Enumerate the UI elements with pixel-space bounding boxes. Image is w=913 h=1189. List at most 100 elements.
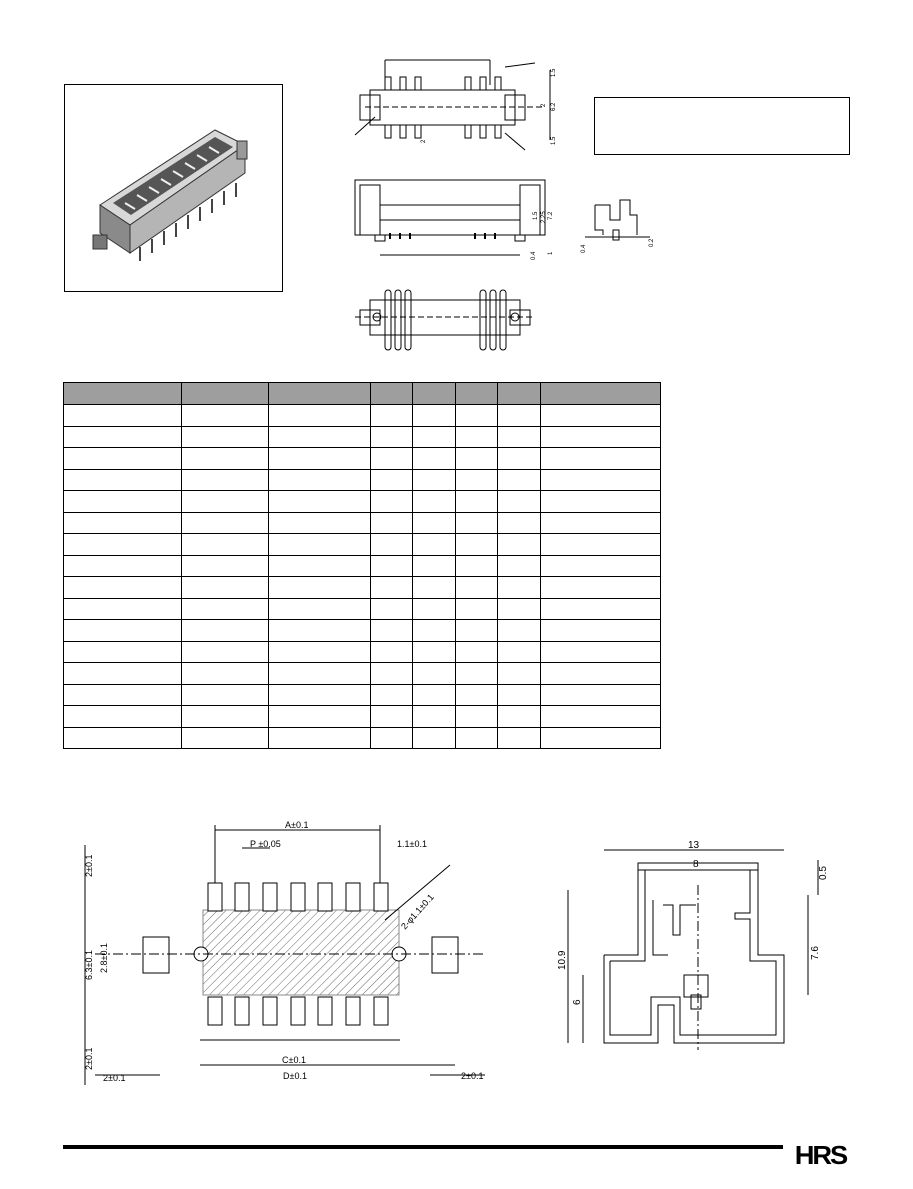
spec-table-cell <box>455 683 498 706</box>
spec-table-cell <box>268 425 371 448</box>
spec-table-cell <box>370 490 413 513</box>
spec-table-cell <box>412 490 456 513</box>
spec-table-cell <box>497 490 541 513</box>
spec-table-cell <box>370 662 413 685</box>
spec-table-cell <box>455 597 498 620</box>
spec-table-cell <box>181 447 269 470</box>
spec-table-cell <box>181 662 269 685</box>
bottom-view-drawing <box>355 289 535 351</box>
dim-1.5-top: 1.5 <box>551 68 557 77</box>
spec-header-cell <box>181 382 269 405</box>
spec-table-cell <box>497 619 541 642</box>
spec-table-row <box>63 447 661 470</box>
spec-table-cell <box>412 662 456 685</box>
spec-table-cell <box>540 511 661 534</box>
pcb-dim-2-phi: 2-φ1.1±0.1 <box>399 892 436 931</box>
spec-table-cell <box>63 619 182 642</box>
spec-table-row <box>63 533 661 556</box>
spec-table-cell <box>455 640 498 663</box>
spec-table-cell <box>455 576 498 599</box>
pcb-dim-2.8: 2.8±0.1 <box>99 943 109 973</box>
pcb-dim-6.3: 6.3±0.1 <box>84 950 94 980</box>
spec-table-cell <box>540 490 661 513</box>
spec-table-cell <box>181 640 269 663</box>
connector-photo <box>92 129 248 261</box>
spec-table-cell <box>455 468 498 491</box>
pcb-layout-drawing: A±0.1 P ±0.05 1.1±0.1 2±0.1 6.3±0.1 2.8±… <box>84 820 485 1085</box>
spec-table-cell <box>181 425 269 448</box>
spec-table-cell <box>412 619 456 642</box>
spec-table-cell <box>370 726 413 749</box>
spec-table-cell <box>455 404 498 427</box>
pcb-dim-c: C±0.1 <box>282 1055 306 1065</box>
cutout-dim-7.6: 7.6 <box>810 946 821 960</box>
panel-cutout-drawing: 13 8 0.5 7.6 10.9 6 <box>557 840 829 1050</box>
pcb-dim-2-left: 2±0.1 <box>103 1073 125 1083</box>
spec-table-row <box>63 597 661 620</box>
spec-table-cell <box>455 490 498 513</box>
spec-table-cell <box>63 533 182 556</box>
dim-2: 2 <box>541 103 547 107</box>
spec-table-cell <box>268 554 371 577</box>
pcb-dim-a: A±0.1 <box>285 820 308 830</box>
spec-table-cell <box>181 511 269 534</box>
spec-table-cell <box>63 683 182 706</box>
spec-header-cell <box>370 382 413 405</box>
spec-table-cell <box>412 425 456 448</box>
spec-table-cell <box>497 404 541 427</box>
spec-header-cell <box>412 382 456 405</box>
pcb-dim-2-right: 2±0.1 <box>461 1071 483 1081</box>
spec-table-cell <box>370 468 413 491</box>
dim-2-vertical: 2 <box>421 139 427 143</box>
spec-table-cell <box>412 468 456 491</box>
spec-table-cell <box>412 511 456 534</box>
spec-header-cell <box>63 382 182 405</box>
pcb-dim-2-bottom: 2±0.1 <box>84 1048 94 1070</box>
spec-table-cell <box>268 683 371 706</box>
spec-table-row <box>63 554 661 577</box>
cutout-dim-13: 13 <box>688 840 700 851</box>
spec-table-cell <box>268 640 371 663</box>
spec-table-cell <box>540 726 661 749</box>
spec-table-cell <box>370 705 413 728</box>
spec-table-cell <box>455 533 498 556</box>
spec-table-cell <box>268 619 371 642</box>
spec-table-cell <box>540 576 661 599</box>
spec-header-cell <box>268 382 371 405</box>
spec-table-cell <box>497 468 541 491</box>
spec-table-cell <box>370 683 413 706</box>
spec-table-cell <box>497 640 541 663</box>
pcb-dim-2-top: 2±0.1 <box>84 855 94 877</box>
spec-table-cell <box>268 511 371 534</box>
note-box <box>594 97 850 155</box>
spec-table-cell <box>412 447 456 470</box>
pcb-dim-hole: 1.1±0.1 <box>397 839 427 849</box>
side-dim-7.2: 7.2 <box>548 211 554 220</box>
spec-table-cell <box>268 447 371 470</box>
spec-table-header-row <box>63 382 661 405</box>
spec-table-cell <box>455 554 498 577</box>
side-view-drawing: 1.5 2.25 7.2 0.4 1 <box>354 179 554 260</box>
pcb-dim-d: D±0.1 <box>283 1071 307 1081</box>
spec-table-row <box>63 425 661 448</box>
side-dim-2.25: 2.25 <box>541 211 547 223</box>
side-dim-1: 1 <box>548 251 554 255</box>
end-dim-0.4: 0.4 <box>581 244 587 253</box>
spec-table-cell <box>63 576 182 599</box>
spec-table-cell <box>370 425 413 448</box>
end-view-drawing: 0.4 0.2 <box>581 199 655 253</box>
spec-table-cell <box>497 705 541 728</box>
spec-table-row <box>63 726 661 749</box>
cutout-dim-6: 6 <box>572 999 583 1005</box>
spec-table-cell <box>268 490 371 513</box>
spec-table-cell <box>540 597 661 620</box>
spec-table-cell <box>63 447 182 470</box>
spec-table-cell <box>455 425 498 448</box>
spec-table-row <box>63 619 661 642</box>
cutout-dim-8: 8 <box>693 859 699 870</box>
spec-table-cell <box>268 662 371 685</box>
spec-table-row <box>63 683 661 706</box>
spec-table-cell <box>412 640 456 663</box>
spec-table-cell <box>63 425 182 448</box>
spec-table-cell <box>455 662 498 685</box>
